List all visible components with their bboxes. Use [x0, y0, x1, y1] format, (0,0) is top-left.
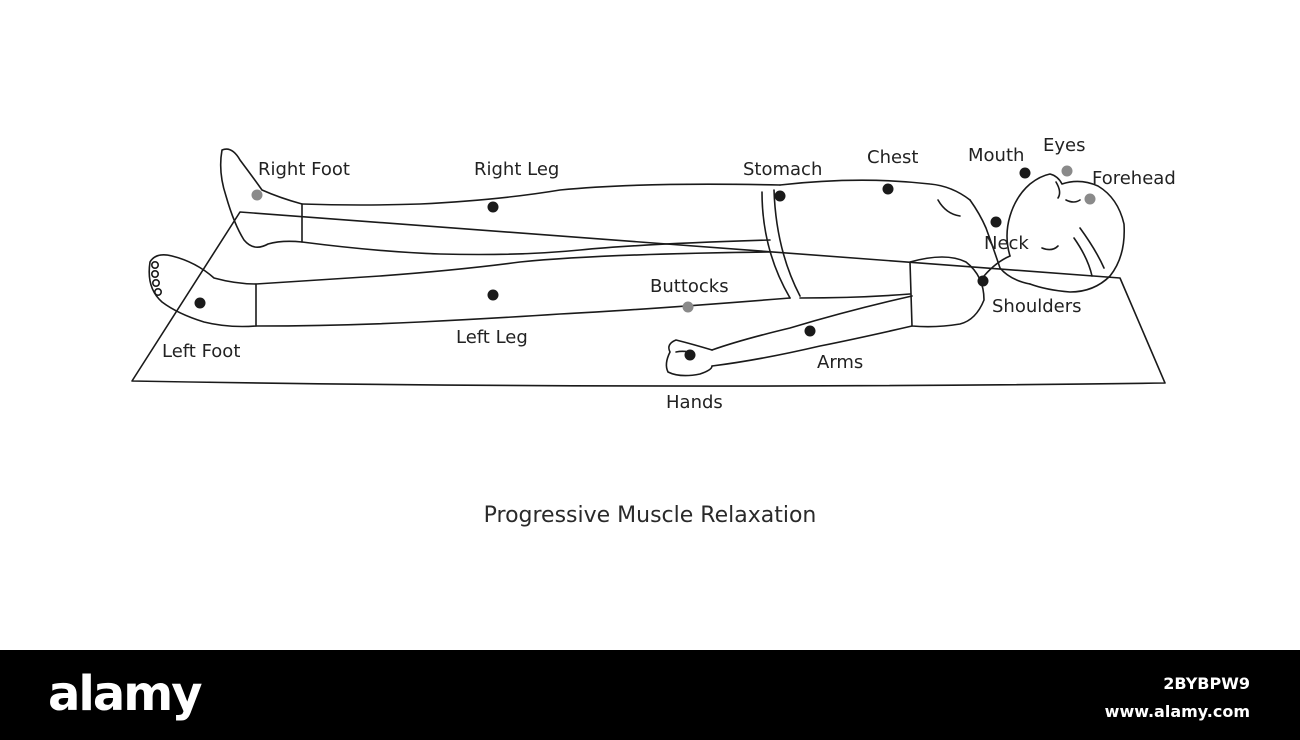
buttocks-marker	[682, 301, 694, 313]
right-foot-outline	[219, 148, 303, 248]
label-left-foot: Left Foot	[162, 341, 241, 362]
stomach-marker	[774, 190, 786, 202]
label-hands: Hands	[666, 392, 723, 413]
right-leg-marker	[487, 201, 499, 213]
left-leg-outline	[255, 251, 771, 285]
label-mouth: Mouth	[968, 145, 1025, 166]
arm-outline	[909, 256, 985, 328]
stock-footer-bar: alamy 2BYBPW9 www.alamy.com	[0, 650, 1300, 740]
right-foot-marker	[251, 189, 263, 201]
left-foot-marker	[194, 297, 206, 309]
label-left-leg: Left Leg	[456, 327, 528, 348]
right-leg-outline	[301, 183, 781, 206]
chest-marker	[882, 183, 894, 195]
label-shoulders: Shoulders	[992, 296, 1082, 317]
alamy-logo: alamy	[48, 666, 203, 722]
shoulders-marker	[977, 275, 989, 287]
label-forehead: Forehead	[1092, 168, 1176, 189]
label-right-leg: Right Leg	[474, 159, 560, 180]
label-buttocks: Buttocks	[650, 276, 729, 297]
mouth-marker	[1019, 167, 1031, 179]
left-foot-outline	[148, 254, 257, 328]
label-neck: Neck	[984, 233, 1029, 254]
hands-marker	[684, 349, 696, 361]
hand-outline	[665, 339, 713, 377]
label-stomach: Stomach	[743, 159, 823, 180]
marker-layer	[194, 165, 1096, 361]
torso-outline	[779, 179, 971, 201]
label-right-foot: Right Foot	[258, 159, 350, 180]
left-leg-marker	[487, 289, 499, 301]
forehead-marker	[1084, 193, 1096, 205]
image-id: 2BYBPW9	[1163, 674, 1250, 693]
neck-marker	[990, 216, 1002, 228]
eyes-marker	[1061, 165, 1073, 177]
arms-marker	[804, 325, 816, 337]
label-eyes: Eyes	[1043, 135, 1086, 156]
label-arms: Arms	[817, 352, 864, 373]
head-outline	[1006, 173, 1126, 293]
label-chest: Chest	[867, 147, 919, 168]
diagram-caption: Progressive Muscle Relaxation	[483, 503, 817, 528]
yoga-mat	[131, 211, 1166, 387]
body-illustration	[131, 148, 1166, 387]
site-url: www.alamy.com	[1104, 702, 1250, 721]
